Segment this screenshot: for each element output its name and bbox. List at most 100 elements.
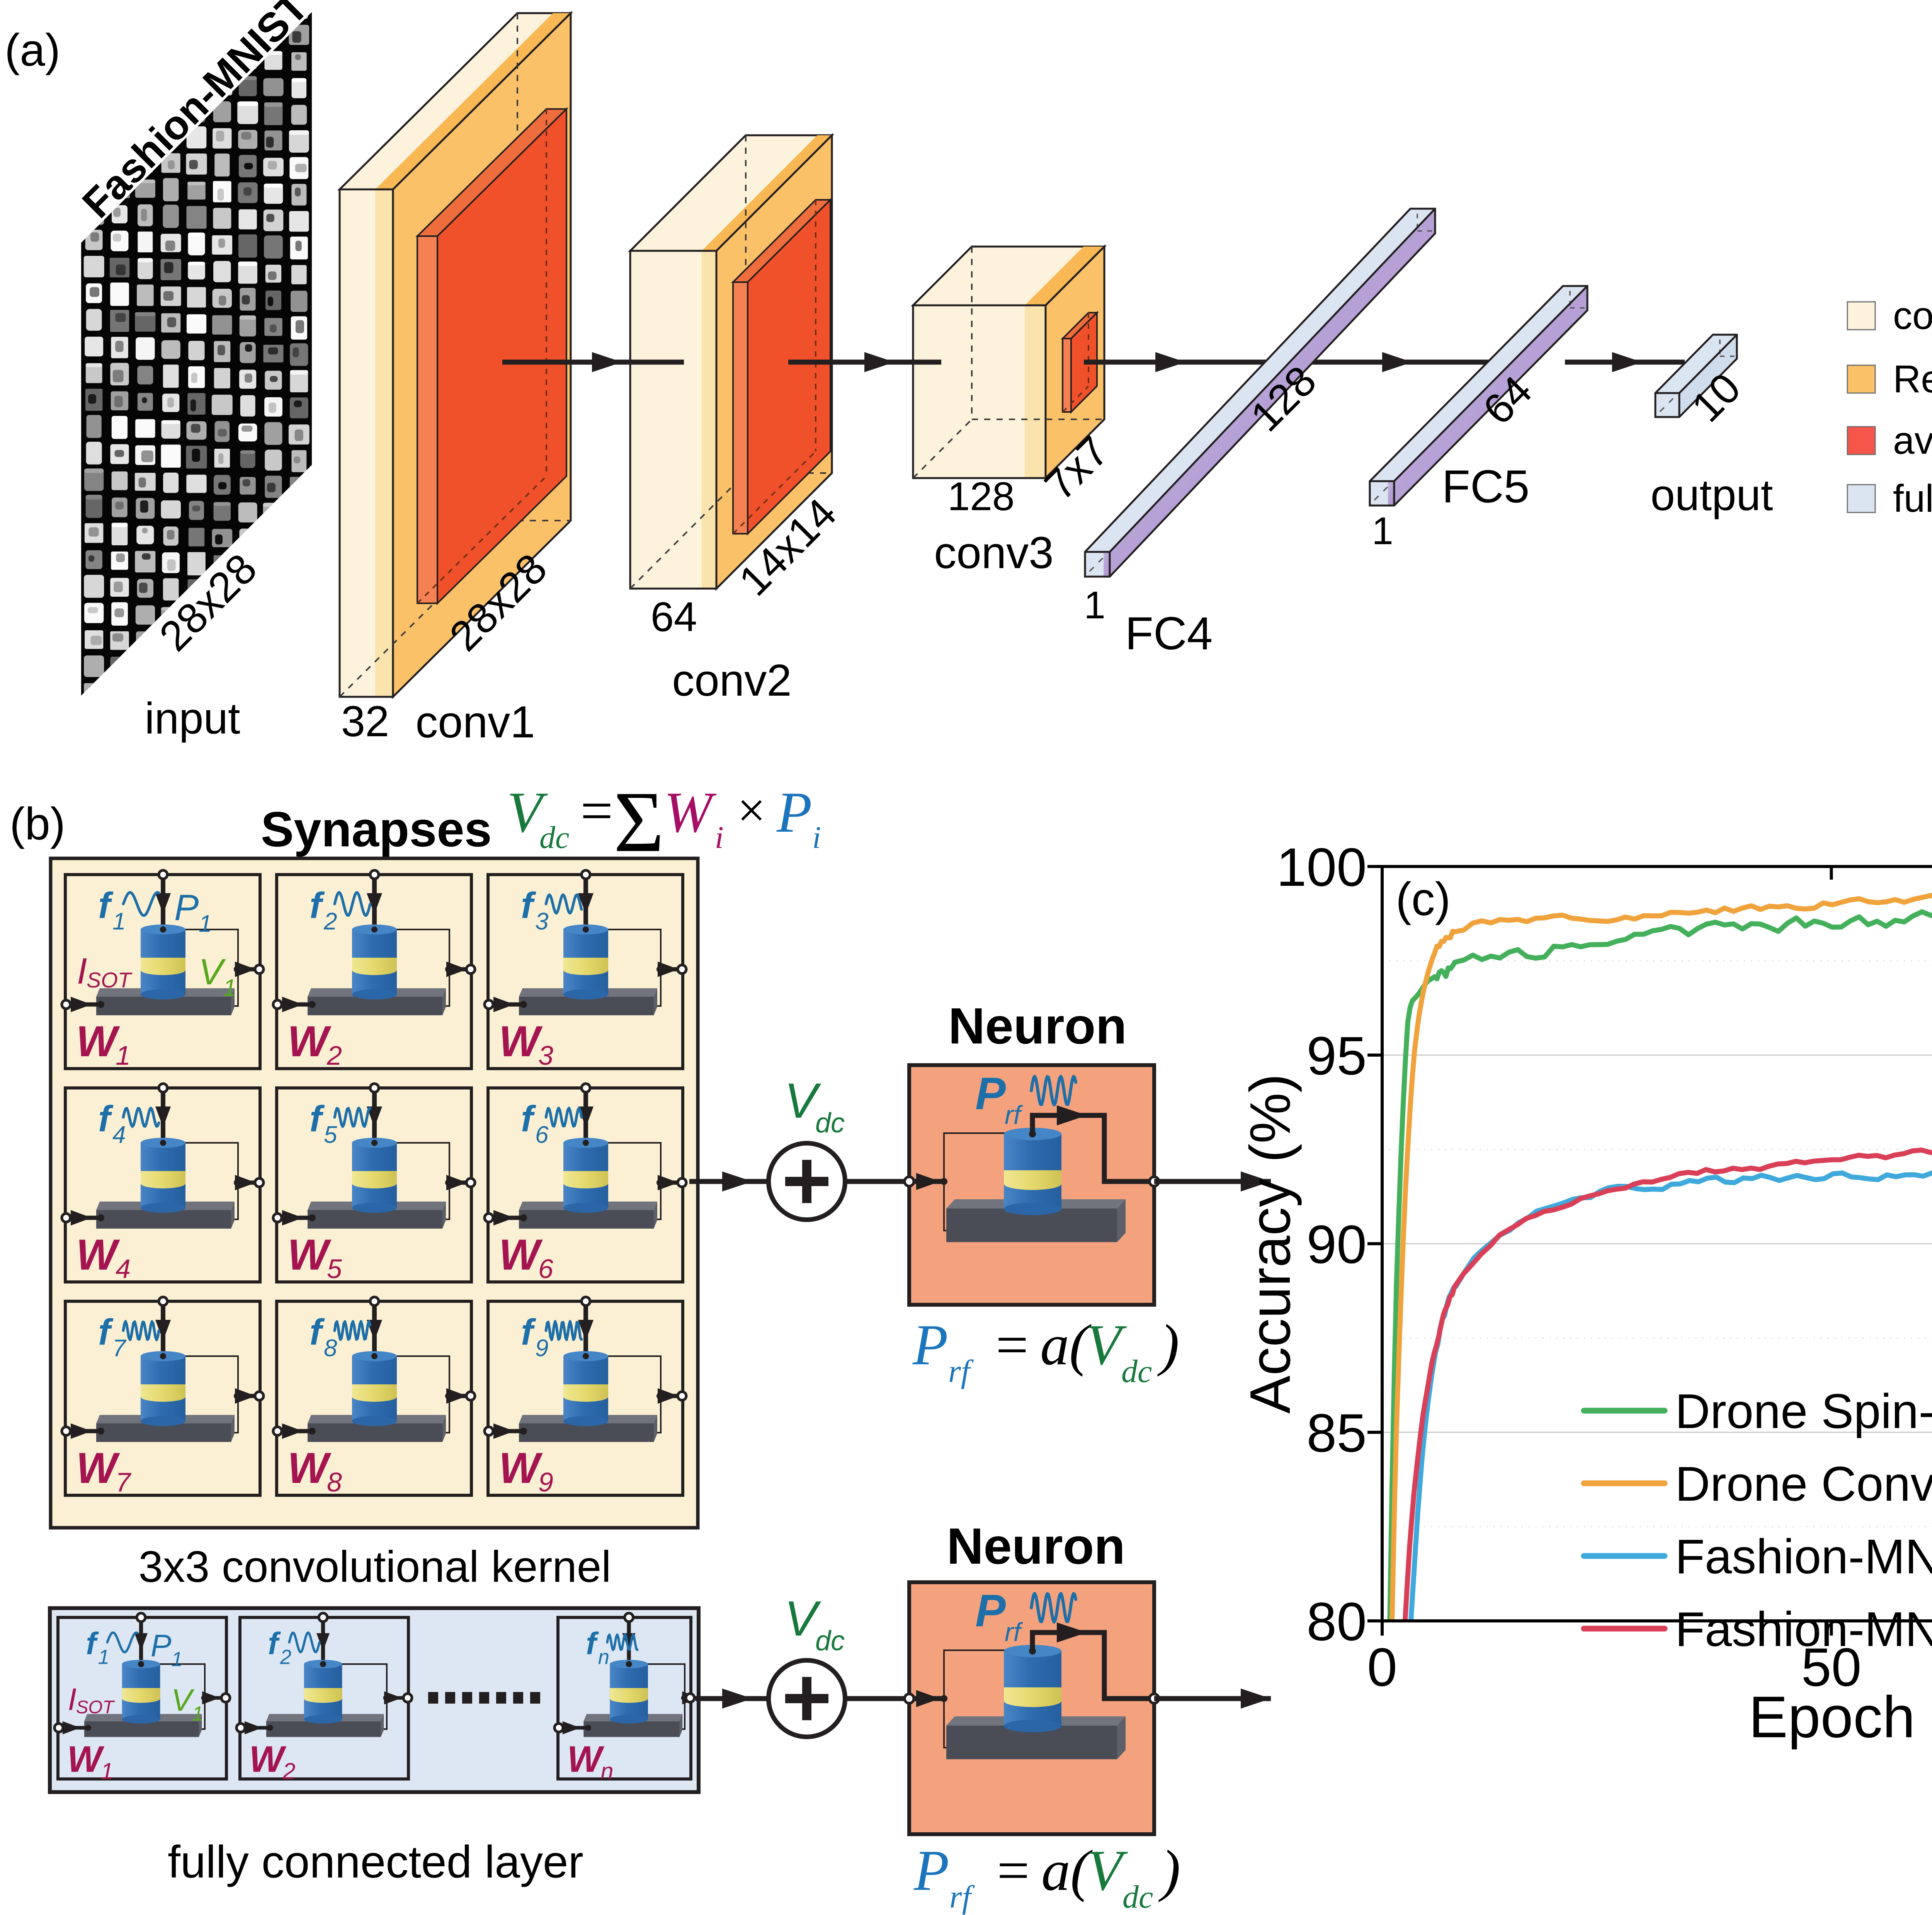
svg-text:=: = (580, 779, 613, 843)
svg-text:85: 85 (1306, 1403, 1367, 1463)
svg-text:W: W (499, 1017, 543, 1066)
svg-text:(b): (b) (10, 798, 65, 849)
svg-text:4: 4 (112, 1122, 126, 1148)
svg-text:Neuron: Neuron (947, 1518, 1125, 1575)
svg-text:2: 2 (327, 1040, 342, 1071)
svg-text:fully connected layer: fully connected layer (168, 1837, 583, 1888)
svg-text:conv2: conv2 (672, 655, 792, 705)
svg-text:a(: a( (1040, 1313, 1092, 1377)
svg-text:Drone Conventional: Drone Conventional (1675, 1457, 1932, 1511)
svg-text:): ) (1158, 1838, 1180, 1903)
svg-text:=: = (996, 1313, 1029, 1377)
svg-text:V: V (1087, 1838, 1128, 1903)
svg-text:W: W (499, 1231, 543, 1279)
svg-text:1: 1 (101, 1758, 114, 1784)
svg-text:Drone Spin-based: Drone Spin-based (1675, 1384, 1932, 1438)
svg-text:1: 1 (116, 1040, 131, 1071)
svg-text:Neuron: Neuron (948, 998, 1127, 1054)
svg-text:50: 50 (1801, 1637, 1862, 1697)
svg-text:1: 1 (98, 1646, 109, 1669)
svg-text:i: i (715, 820, 724, 855)
svg-text:1: 1 (171, 1648, 182, 1671)
svg-text:=: = (997, 1838, 1030, 1903)
svg-text:64: 64 (651, 593, 697, 640)
svg-text:Σ: Σ (614, 773, 664, 870)
svg-text:(a): (a) (5, 25, 60, 76)
svg-text:4: 4 (116, 1254, 131, 1284)
svg-text:W: W (67, 1739, 105, 1780)
svg-text:V: V (1086, 1313, 1127, 1377)
svg-text:5: 5 (327, 1254, 342, 1284)
svg-text:Fashion-MNIST Spin-based: Fashion-MNIST Spin-based (1675, 1529, 1932, 1584)
svg-text:1: 1 (1372, 509, 1393, 553)
svg-text:convolutional layer: convolutional layer (1893, 294, 1932, 337)
svg-text:I: I (68, 1682, 77, 1717)
svg-text:P: P (913, 1838, 949, 1903)
svg-text:average pooling: average pooling (1893, 419, 1932, 462)
svg-text:128: 128 (947, 474, 1015, 519)
svg-text:n: n (601, 1758, 614, 1784)
svg-text:Synapses: Synapses (261, 802, 492, 857)
svg-text:P: P (975, 1068, 1006, 1119)
svg-text:dc: dc (1122, 1879, 1153, 1915)
svg-text:8: 8 (324, 1335, 337, 1362)
svg-text:7: 7 (112, 1335, 127, 1362)
svg-text:V: V (784, 1591, 821, 1646)
svg-text:P: P (151, 1628, 172, 1663)
svg-text:95: 95 (1306, 1025, 1367, 1086)
svg-text:P: P (776, 780, 812, 844)
svg-text:FC4: FC4 (1125, 608, 1213, 659)
svg-text:V: V (171, 1683, 195, 1718)
svg-text:9: 9 (535, 1335, 548, 1362)
svg-text:32: 32 (341, 697, 389, 746)
svg-text:100: 100 (1276, 837, 1367, 897)
svg-text:V: V (199, 952, 226, 992)
svg-text:dc: dc (1121, 1353, 1152, 1389)
svg-text:W: W (249, 1739, 287, 1780)
svg-text:P: P (174, 887, 199, 928)
svg-text:output: output (1651, 471, 1773, 520)
svg-text:conv3: conv3 (934, 528, 1054, 578)
svg-text:W: W (499, 1444, 543, 1492)
svg-text:3: 3 (538, 1040, 553, 1071)
svg-text:rf: rf (1005, 1617, 1023, 1647)
svg-text:W: W (76, 1231, 120, 1279)
svg-text:rf: rf (1005, 1100, 1023, 1130)
svg-text:1: 1 (223, 975, 236, 1001)
svg-text:i: i (812, 820, 821, 855)
svg-text:2: 2 (282, 1758, 296, 1784)
svg-text:): ) (1157, 1313, 1179, 1377)
svg-text:0: 0 (1367, 1637, 1397, 1697)
svg-text:conv1: conv1 (415, 697, 535, 747)
svg-text:Epoch: Epoch (1749, 1684, 1915, 1750)
svg-text:80: 80 (1306, 1591, 1367, 1652)
svg-text:8: 8 (327, 1467, 342, 1497)
svg-text:ReLU: ReLU (1893, 357, 1932, 401)
svg-text:W: W (287, 1017, 332, 1066)
svg-text:1: 1 (199, 911, 212, 937)
svg-text:1: 1 (192, 1702, 203, 1725)
svg-text:6: 6 (538, 1254, 553, 1284)
svg-text:V: V (507, 780, 548, 844)
svg-text:fully connected layer: fully connected layer (1893, 477, 1932, 520)
svg-text:n: n (598, 1646, 609, 1669)
svg-text:W: W (76, 1017, 120, 1066)
svg-text:6: 6 (535, 1122, 549, 1148)
svg-text:2: 2 (280, 1646, 291, 1669)
svg-text:rf: rf (948, 1353, 974, 1389)
svg-text:5: 5 (324, 1122, 337, 1148)
svg-text:W: W (287, 1444, 332, 1492)
svg-text:SOT: SOT (76, 1697, 115, 1718)
svg-text:dc: dc (815, 1626, 845, 1656)
svg-text:1: 1 (1084, 584, 1105, 627)
svg-text:9: 9 (538, 1467, 553, 1497)
svg-text:W: W (287, 1231, 332, 1279)
svg-text:W: W (567, 1739, 605, 1780)
svg-text:V: V (784, 1073, 821, 1129)
svg-text:FC5: FC5 (1442, 461, 1530, 512)
svg-text:2: 2 (323, 908, 337, 935)
svg-text:1: 1 (112, 908, 126, 935)
svg-text:dc: dc (815, 1108, 845, 1139)
svg-text:P: P (975, 1585, 1006, 1636)
svg-text:dc: dc (539, 820, 569, 855)
